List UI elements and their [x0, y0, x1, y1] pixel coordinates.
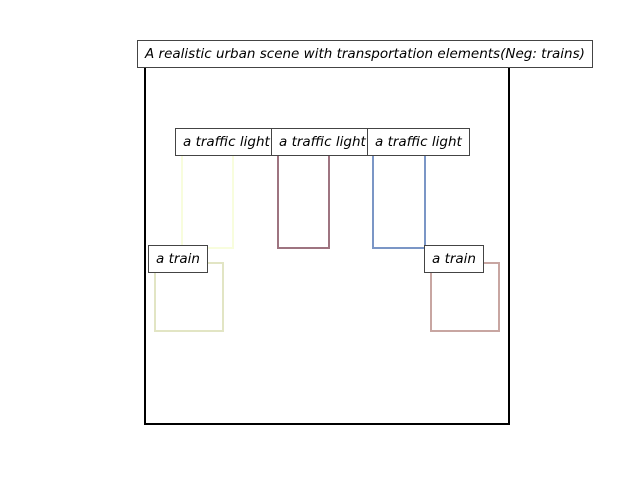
traffic-light-label-1: a traffic light [175, 128, 278, 156]
traffic-light-box-1 [181, 147, 234, 249]
traffic-light-label-3: a traffic light [367, 128, 470, 156]
scene-canvas [144, 59, 510, 425]
train-label-2: a train [424, 245, 484, 273]
traffic-light-label-2: a traffic light [271, 128, 374, 156]
train-label-1: a train [148, 245, 208, 273]
traffic-light-box-2 [277, 147, 330, 249]
traffic-light-box-3 [372, 147, 426, 249]
scene-title: A realistic urban scene with transportat… [137, 40, 593, 68]
